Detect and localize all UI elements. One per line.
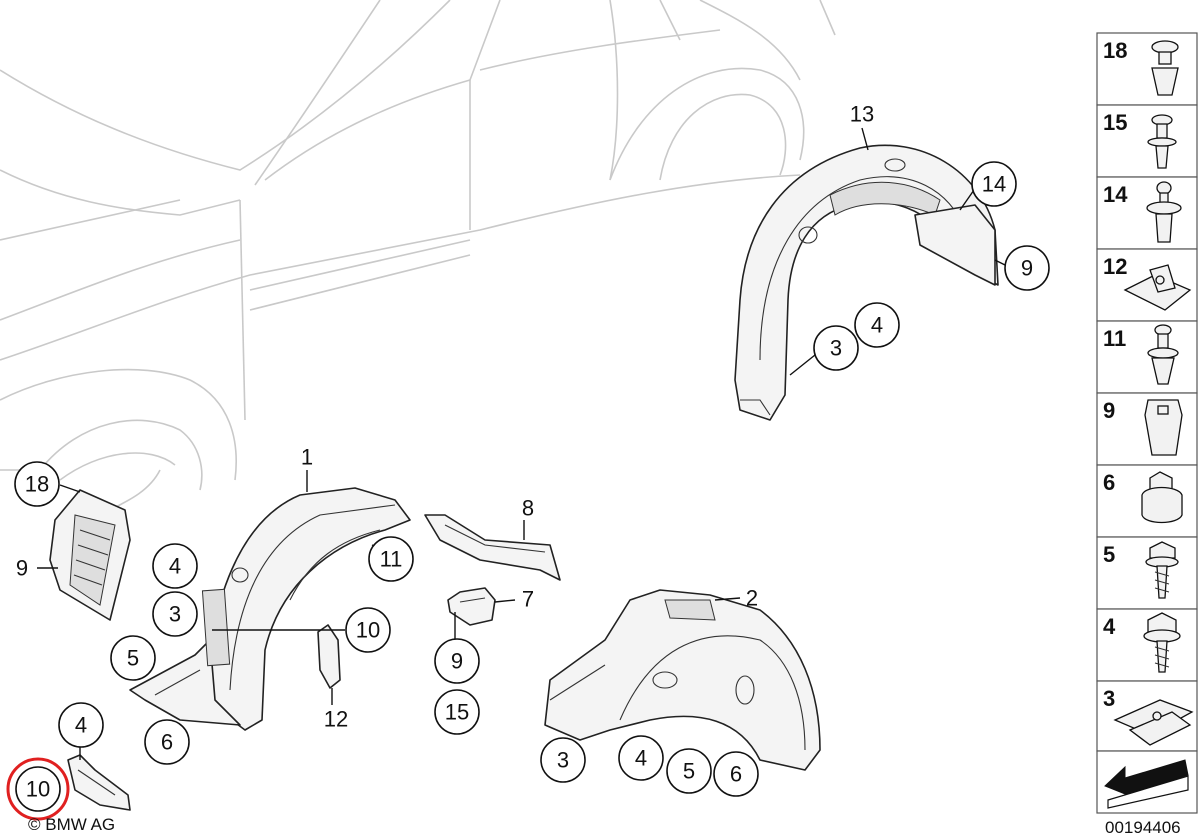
svg-text:5: 5 [127,646,139,671]
callout-1: 1 [301,445,313,470]
leader-lines [37,127,1006,760]
part-1-front-wheel-arch-liner [129,487,411,731]
hex-collar-nut-icon [1141,471,1183,524]
svg-text:3: 3 [169,602,181,627]
callout-6: 6 [713,751,759,797]
svg-text:15: 15 [445,700,469,725]
callout-16: 12 [324,707,348,732]
part-8-bracket [424,514,561,581]
svg-text:10: 10 [26,777,50,802]
hex-screw-icon [1145,541,1179,599]
svg-text:3: 3 [830,336,842,361]
legend-item-5: 5 [1096,536,1198,610]
legend-item-12: 12 [1096,248,1198,322]
callout-14: 14 [971,161,1017,207]
svg-text:4: 4 [75,713,87,738]
part-10-bracket [67,754,131,811]
plastic-nut-icon [1144,399,1183,456]
callout-18: 18 [14,461,60,507]
callout-4: 4 [152,543,198,589]
part-17-air-duct [49,489,131,621]
fastener-legend: 18 15 14 [1096,32,1198,814]
callout-7: 7 [522,587,534,612]
callout-2: 2 [746,586,758,611]
svg-text:14: 14 [982,172,1006,197]
legend-item-9: 9 [1096,392,1198,466]
legend-item-15: 15 [1096,104,1198,178]
svg-text:3: 3 [1103,686,1115,711]
svg-text:6: 6 [730,762,742,787]
callout-17: 9 [16,556,28,581]
legend-item-4: 4 [1096,608,1198,682]
legend-item-11: 11 [1096,320,1198,394]
part-7-bracket [447,587,496,626]
callout-6: 6 [144,719,190,765]
svg-text:14: 14 [1103,182,1128,207]
legend-item-18: 18 [1096,32,1198,106]
callout-9: 9 [434,638,480,684]
copyright-text: © BMW AG [28,815,115,834]
svg-text:3: 3 [557,748,569,773]
selection-highlight-ring [6,757,70,821]
legend-item-14: 14 [1096,176,1198,250]
callout-5: 5 [110,635,156,681]
callout-11: 10 [345,607,391,653]
svg-text:5: 5 [1103,542,1115,567]
svg-text:4: 4 [871,313,883,338]
callout-5: 5 [666,748,712,794]
svg-text:11: 11 [1103,326,1126,351]
svg-text:15: 15 [1103,110,1127,135]
callout-3: 3 [813,325,859,371]
svg-text:10: 10 [356,618,380,643]
hex-screw-icon [1143,612,1181,673]
callout-3: 3 [540,737,586,783]
clip-nut-icon [1113,699,1194,746]
svg-text:4: 4 [635,746,647,771]
callout-3: 3 [152,591,198,637]
svg-text:5: 5 [683,759,695,784]
callout-13: 13 [850,102,874,127]
svg-text:9: 9 [1021,256,1033,281]
push-rivet-icon [1147,324,1179,385]
part-16-plate [317,624,341,689]
callout-4: 4 [854,302,900,348]
svg-text:9: 9 [1103,398,1115,423]
svg-text:4: 4 [1103,614,1116,639]
svg-text:11: 11 [380,547,403,572]
callout-10: 10 [15,766,61,812]
callout-4: 4 [618,735,664,781]
callout-15: 15 [434,689,480,735]
legend-item-3: 3 [1096,680,1198,752]
legend-item-6: 6 [1096,464,1198,538]
car-body-outline [0,0,836,511]
callout-4: 4 [58,702,104,748]
legend-item-arrow [1096,750,1198,814]
part-2-liner-section [544,589,821,771]
push-rivet-icon [1151,40,1179,96]
callout-8: 8 [522,496,534,521]
svg-text:18: 18 [25,472,49,497]
svg-text:9: 9 [451,649,463,674]
orientation-arrow-icon [1104,759,1189,809]
svg-text:6: 6 [161,730,173,755]
svg-text:18: 18 [1103,38,1127,63]
part-13-rear-wheel-arch-liner [734,144,999,421]
svg-text:4: 4 [169,554,181,579]
diagram-number: 00194406 [1105,818,1181,837]
spring-nut-icon [1123,264,1192,311]
push-rivet-icon [1146,181,1182,243]
callout-9: 9 [1004,245,1050,291]
expanding-rivet-icon [1147,114,1177,169]
svg-text:12: 12 [1103,254,1127,279]
callouts: 13 1 8 7 2 9 12 14 9 4 3 18 11 4 3 10 5 … [6,102,1050,821]
svg-text:6: 6 [1103,470,1115,495]
callout-12: 11 [368,536,414,582]
